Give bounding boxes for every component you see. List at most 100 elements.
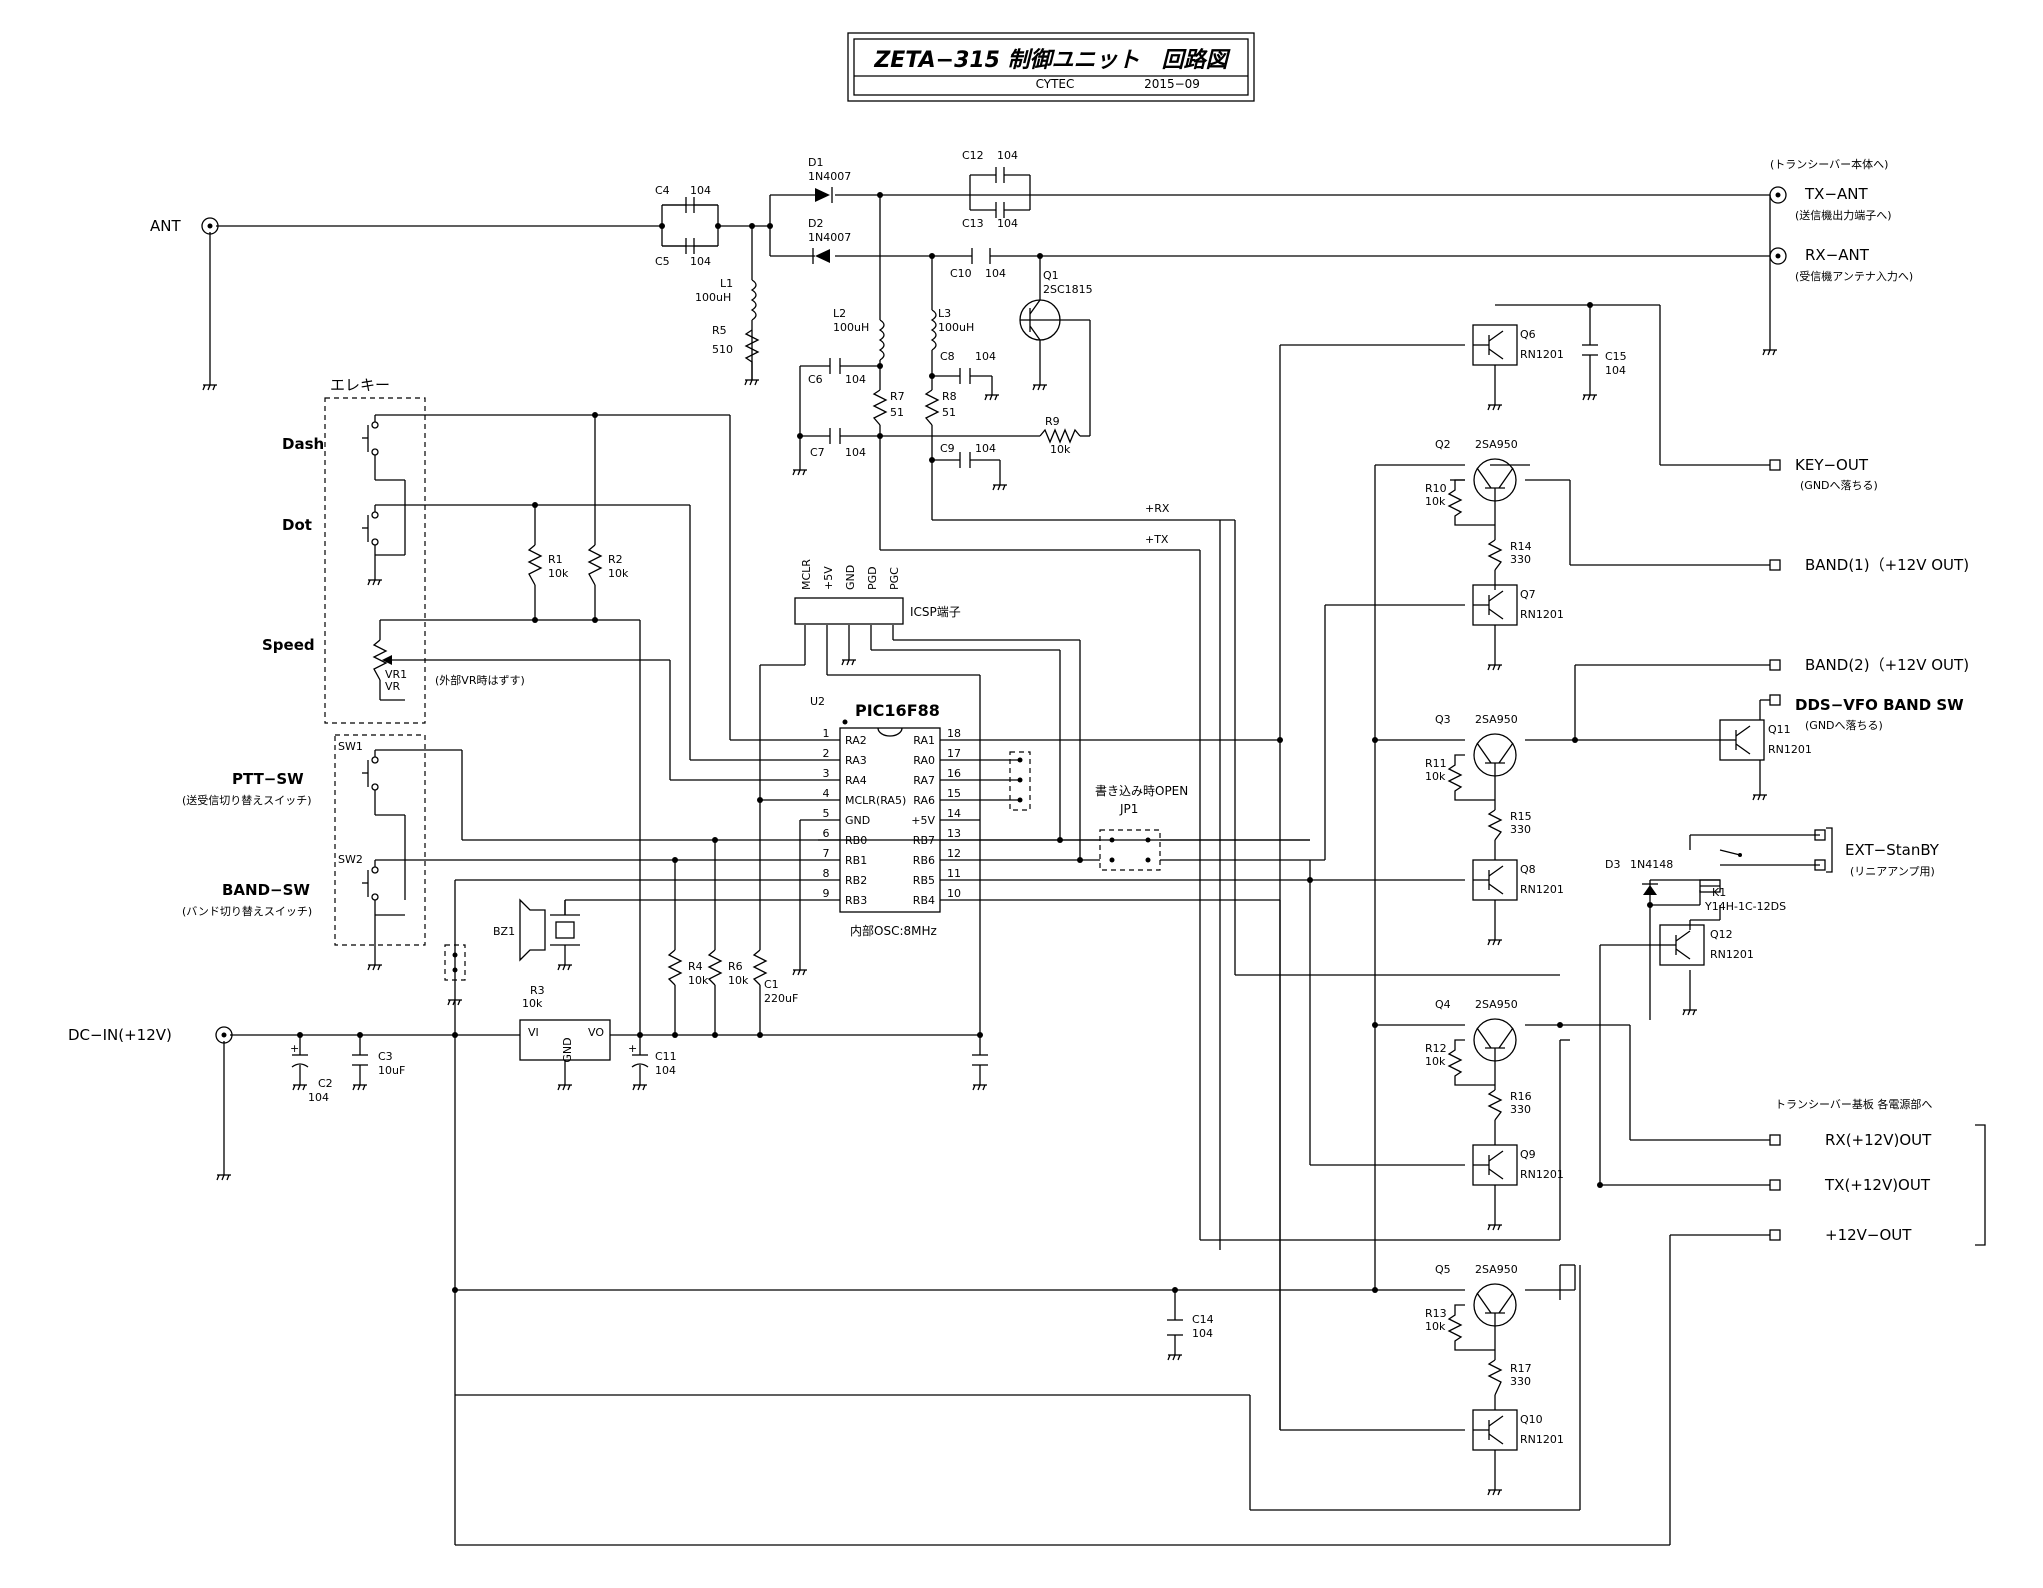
icsp-pin-gnd: GND [844,565,857,590]
ext-note: (リニアアンプ用) [1850,865,1935,878]
elekey-box [324,397,426,724]
rx-out-terminal[interactable] [1769,1134,1781,1146]
band-sw-note: (バンド切り替えスイッチ) [182,904,312,918]
D2-ref: D2 [808,217,823,230]
component-labels: C4 104 C5 104 D1 1N4007 D2 1N4007 C12 10… [308,149,1812,1446]
L2-value: 100uH [833,321,869,334]
C15-ref: C15 [1605,350,1627,363]
title-date: 2015−09 [1144,77,1200,91]
tx-out-label: TX(+12V)OUT [1824,1176,1931,1194]
C4-ref: C4 [655,184,670,197]
u1-gnd: GND [561,1037,574,1062]
R4-ref: R6 [728,960,743,973]
R6-value: 220uF [764,992,798,1005]
R1-ref: R1 [548,553,563,566]
R9-value: 10k [1050,443,1071,456]
C8-value: 104 [975,350,996,363]
C3-value: 104 [655,1064,676,1077]
tx-ant-note: (送信機出力端子へ) [1795,208,1892,222]
R16-ref: R16 [1510,1090,1532,1103]
tx-out-terminal[interactable] [1769,1179,1781,1191]
svg-text:+: + [290,1042,299,1055]
rx-ant-note: (受信機アンテナ入力へ) [1795,269,1913,283]
C2-ref: C3 [378,1050,393,1063]
rx-ant-connector[interactable] [1769,247,1787,265]
Q12-ref: Q12 [1710,928,1733,941]
mcu-right-pin-name: RB6 [913,854,935,867]
elekey-label: エレキー [330,376,390,394]
R11-value: 10k [1425,770,1446,783]
mcu-left-pin-num: 9 [823,887,830,900]
sw-box [334,734,426,946]
rx-ant-label: RX−ANT [1805,246,1870,264]
key-out-note: (GNDへ落ちる) [1800,479,1878,492]
band1-label: BAND(1)（+12V OUT) [1805,556,1969,574]
D3-ref: D3 [1605,858,1620,871]
mcu-right-pin-num: 12 [947,847,961,860]
dds-terminal[interactable] [1769,694,1781,706]
C3-ref: C11 [655,1050,677,1063]
ground-symbols [202,349,1777,1496]
Q10-ref: Q10 [1520,1413,1543,1426]
wires [209,175,1820,1546]
R12-ref: R12 [1425,1042,1447,1055]
K1-value: Y14H-1C-12DS [1704,900,1786,913]
vr-note: (外部VR時はずす) [435,673,525,687]
Q11-value: RN1201 [1768,743,1812,756]
Q5-value: 2SA950 [1475,1263,1518,1276]
dds-note: (GNDへ落ちる) [1805,719,1883,732]
icsp-pin-labels: MCLR +5V GND PGD PGC [800,559,901,590]
tx-ant-connector[interactable] [1769,186,1787,204]
icsp-label: ICSP端子 [910,605,961,619]
C9-ref: C9 [940,442,955,455]
mcu-part: PIC16F88 [855,701,940,720]
mcu-left-pin-name: RB2 [845,874,867,887]
jp1-note: 書き込み時OPEN [1095,784,1188,798]
mcu-left-pin-name: MCLR(RA5) [845,794,906,807]
ext-terminal-b[interactable] [1814,859,1826,871]
mcu-left-pin-name: RA2 [845,734,867,747]
icsp-header[interactable]: ICSP端子 [794,597,961,625]
C1-value: 104 [308,1091,329,1104]
mcu-left-pin-name: RB1 [845,854,867,867]
Q2-ref: Q2 [1435,438,1451,451]
L2-ref: L2 [833,307,846,320]
C15-value: 104 [1605,364,1626,377]
R12-value: 10k [1425,1055,1446,1068]
ant-connector[interactable] [201,217,219,235]
diodes [812,187,1658,895]
switches [362,415,379,901]
C7-value: 104 [845,446,866,459]
C10-ref: C10 [950,267,972,280]
band1-terminal[interactable] [1769,559,1781,571]
Q7-value: RN1201 [1520,608,1564,621]
mcu-osc: 内部OSC:8MHz [850,923,937,938]
ext-label: EXT−StanBY [1845,841,1940,859]
mcu-left-pin-num: 8 [823,867,830,880]
R5-ref: R5 [712,324,727,337]
band2-terminal[interactable] [1769,659,1781,671]
R13-value: 10k [1425,1320,1446,1333]
mcu-right-pin-num: 13 [947,827,961,840]
D1-ref: D1 [808,156,823,169]
band2-label: BAND(2)（+12V OUT) [1805,656,1969,674]
R3-ref: R4 [688,960,703,973]
D3-value: 1N4148 [1630,858,1673,871]
R9-ref: R9 [1045,415,1060,428]
dds-label: DDS−VFO BAND SW [1795,696,1964,714]
v12-out-terminal[interactable] [1769,1229,1781,1241]
key-out-terminal[interactable] [1769,459,1781,471]
ext-terminal-a[interactable] [1814,829,1826,841]
Q4-ref: Q4 [1435,998,1451,1011]
C14-value: 104 [1192,1327,1213,1340]
dash-label: Dash [282,435,324,453]
buzzer-bz1 [519,898,580,962]
icsp-pin-pgc: PGC [888,567,901,590]
dc-in-connector[interactable] [215,1026,233,1044]
dc-in-label: DC−IN(+12V) [68,1026,172,1044]
mcu-right-pin-num: 17 [947,747,961,760]
net-tx: +TX [1145,533,1169,546]
D2-value: 1N4007 [808,231,851,244]
jp1-jumper[interactable] [1099,829,1161,871]
Q9-ref: Q9 [1520,1148,1536,1161]
